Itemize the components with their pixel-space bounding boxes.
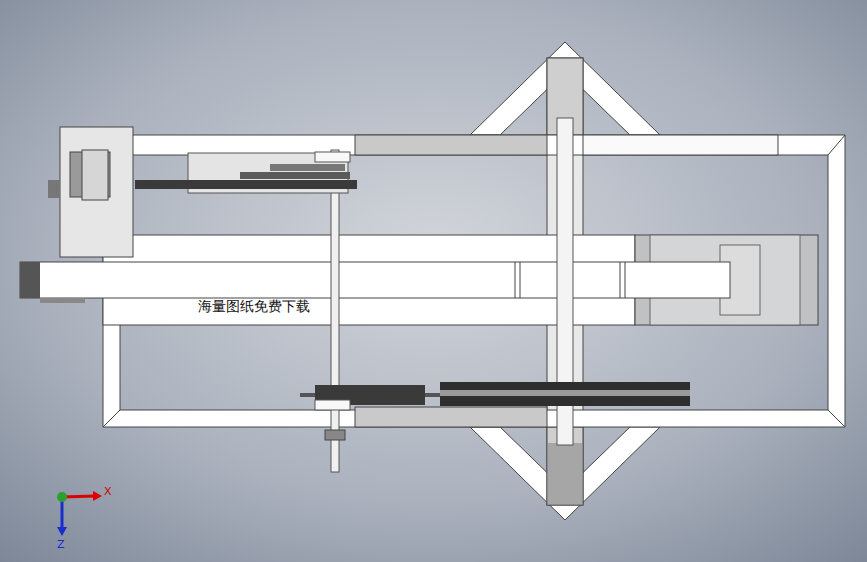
axis-label: X [104, 486, 112, 497]
axis-label: Z [57, 539, 65, 550]
watermark-text: 海量图纸免费下载 [198, 299, 310, 313]
